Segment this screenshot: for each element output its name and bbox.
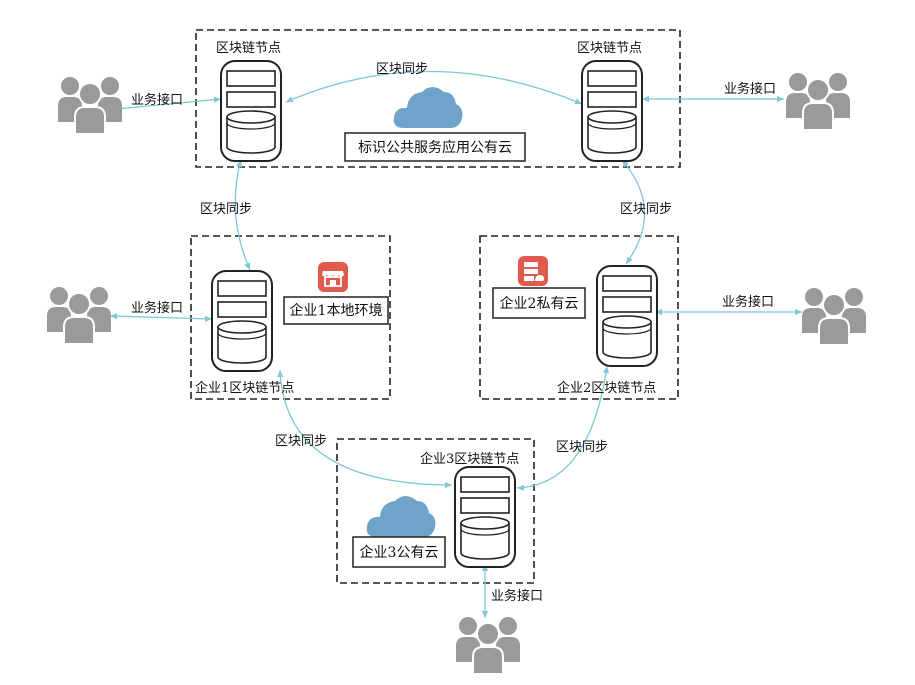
enterprise1-local-label-box (283, 296, 389, 325)
sync-bottom-right-connector (516, 365, 610, 491)
sync-bottom-right-label: 区块同步 (556, 440, 608, 455)
interface-top-right-label: 业务接口 (724, 81, 776, 97)
sync-left-connector (234, 159, 251, 271)
interface-mid-right-label: 业务接口 (722, 294, 774, 310)
sync-top-connector (285, 70, 583, 105)
enterprise3-database-icon (454, 466, 516, 568)
enterprise2-boundary (479, 235, 679, 400)
users-top-right-icon (785, 72, 851, 131)
users-top-left-icon (57, 76, 123, 135)
enterprise3-boundary (336, 438, 535, 584)
enterprise3-public-label-box (352, 536, 446, 568)
interface-mid-left-label: 业务接口 (131, 300, 183, 316)
enterprise2-database-icon (596, 265, 658, 367)
enterprise2-private-label-box (492, 287, 586, 319)
connectors (105, 70, 802, 618)
enterprise3-public-label: 企业3公有云 (360, 544, 439, 561)
top-left-node-label: 区块链节点 (216, 41, 281, 56)
interface-top-left-label: 业务接口 (131, 92, 183, 108)
sync-right-connector (621, 159, 646, 265)
interface-top-left-connector (105, 96, 222, 113)
top-right-node-label: 区块链节点 (577, 41, 642, 56)
sync-top-label: 区块同步 (376, 62, 428, 77)
users-mid-left-icon (46, 286, 112, 345)
sync-bottom-left-label: 区块同步 (275, 434, 327, 449)
enterprise2-private-label: 企业2私有云 (500, 295, 579, 312)
public-cloud-label: 标识公共服务应用公有云 (358, 139, 512, 156)
top-left-database-icon (220, 60, 282, 162)
enterprise3-cloud-icon (366, 496, 436, 537)
sync-left-label: 区块同步 (200, 202, 252, 217)
sync-right-label: 区块同步 (620, 202, 672, 217)
sync-bottom-left-connector (277, 369, 453, 489)
enterprise1-local-label: 企业1本地环境 (290, 302, 383, 319)
server-stack-icon (518, 256, 548, 286)
enterprise3-node-label: 企业3区块链节点 (420, 451, 519, 467)
interface-mid-left-connector (109, 313, 213, 322)
enterprise1-database-icon (211, 270, 273, 372)
public-cloud-label-box (344, 132, 526, 162)
enterprise2-node-label: 企业2区块链节点 (557, 380, 656, 396)
top-right-database-icon (581, 60, 643, 162)
users-bottom-icon (455, 616, 521, 675)
users-mid-right-icon (801, 287, 867, 346)
public-cloud-icon (393, 87, 463, 128)
enterprise1-node-label: 企业1区块链节点 (195, 380, 294, 396)
store-icon (318, 262, 348, 292)
interface-bottom-label: 业务接口 (491, 588, 543, 604)
